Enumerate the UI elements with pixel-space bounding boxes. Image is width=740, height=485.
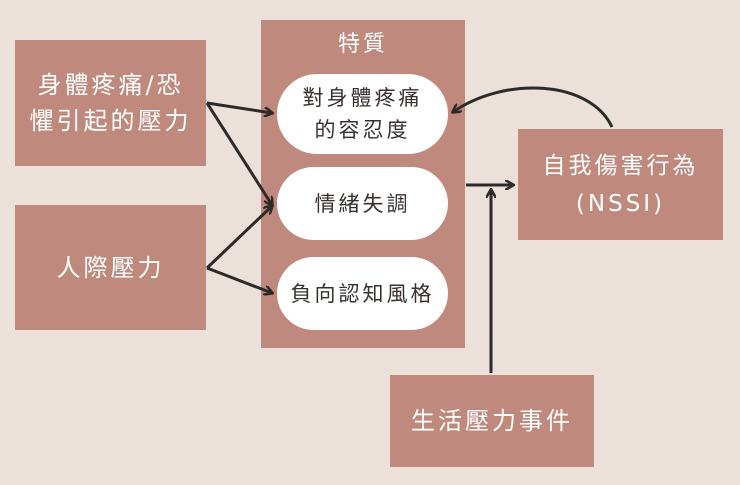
- negative-cognitive-style-pill: 負向認知風格: [277, 257, 448, 330]
- life-events-box: 生活壓力事件: [390, 375, 594, 467]
- nssi-box: 自我傷害行為 (NSSI): [518, 129, 723, 240]
- nssi-line1: 自我傷害行為: [542, 152, 699, 179]
- interpersonal-stress-label: 人際壓力: [56, 253, 165, 282]
- pain-tolerance-line1: 對身體疼痛: [302, 86, 423, 110]
- pain-tolerance-line2: 的容忍度: [314, 118, 411, 142]
- traits-title: 特質: [337, 32, 388, 57]
- interpersonal-stress-box: 人際壓力: [15, 205, 206, 330]
- physical-pain-stress-box: 身體疼痛/恐 懼引起的壓力: [15, 40, 206, 166]
- nssi-line2: (NSSI): [575, 190, 666, 217]
- arrow-physical-to-pain-tolerance: [206, 101, 272, 113]
- emotion-dysregulation-label: 情緒失調: [314, 191, 411, 216]
- life-events-label: 生活壓力事件: [411, 407, 573, 435]
- arrow-physical-to-emotion: [205, 102, 272, 205]
- emotion-dysregulation-pill: 情緒失調: [277, 167, 448, 240]
- arrow-nssi-feedback-to-pain-tolerance: [453, 86, 614, 128]
- physical-pain-stress-line2: 懼引起的壓力: [29, 107, 192, 135]
- pain-tolerance-pill: 對身體疼痛 的容忍度: [277, 74, 448, 154]
- arrow-interpersonal-to-cognitive: [206, 266, 272, 293]
- arrow-interpersonal-to-emotion: [205, 206, 272, 270]
- negative-cognitive-style-label: 負向認知風格: [290, 281, 435, 306]
- physical-pain-stress-line1: 身體疼痛/恐: [37, 71, 184, 99]
